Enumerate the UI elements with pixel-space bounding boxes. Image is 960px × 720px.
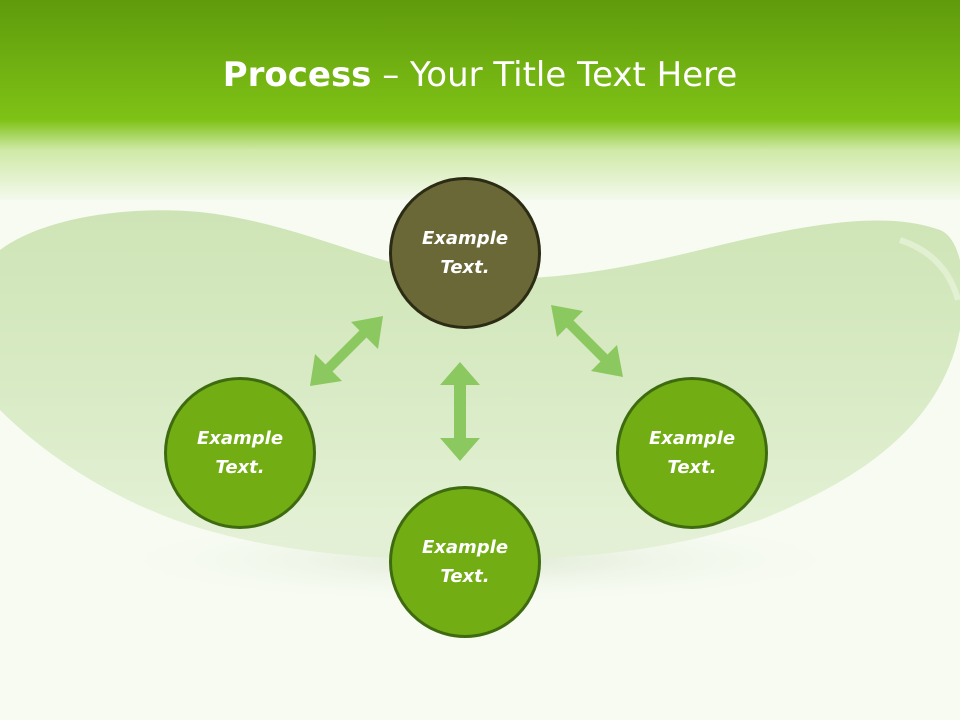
title-bold: Process	[222, 55, 372, 95]
node-bottom-line2: Text.	[440, 566, 490, 587]
node-right-line1: Example	[648, 428, 736, 449]
title-rest: – Your Title Text Here	[371, 55, 738, 95]
double-arrow-top-left	[310, 316, 383, 386]
node-right-line2: Text.	[667, 457, 717, 478]
process-node-bottom: Example Text.	[389, 486, 541, 638]
node-bottom-line1: Example	[421, 537, 509, 558]
double-arrow-top-right	[551, 305, 623, 377]
slide-title: Process – Your Title Text Here	[0, 52, 960, 98]
node-left-line2: Text.	[215, 457, 265, 478]
process-node-left: Example Text.	[164, 377, 316, 529]
header-band	[0, 0, 960, 200]
node-left-line1: Example	[196, 428, 284, 449]
node-top-line2: Text.	[440, 257, 490, 278]
process-node-top: Example Text.	[389, 177, 541, 329]
process-node-right: Example Text.	[616, 377, 768, 529]
node-top-line1: Example	[421, 228, 509, 249]
double-arrow-center	[440, 362, 480, 461]
